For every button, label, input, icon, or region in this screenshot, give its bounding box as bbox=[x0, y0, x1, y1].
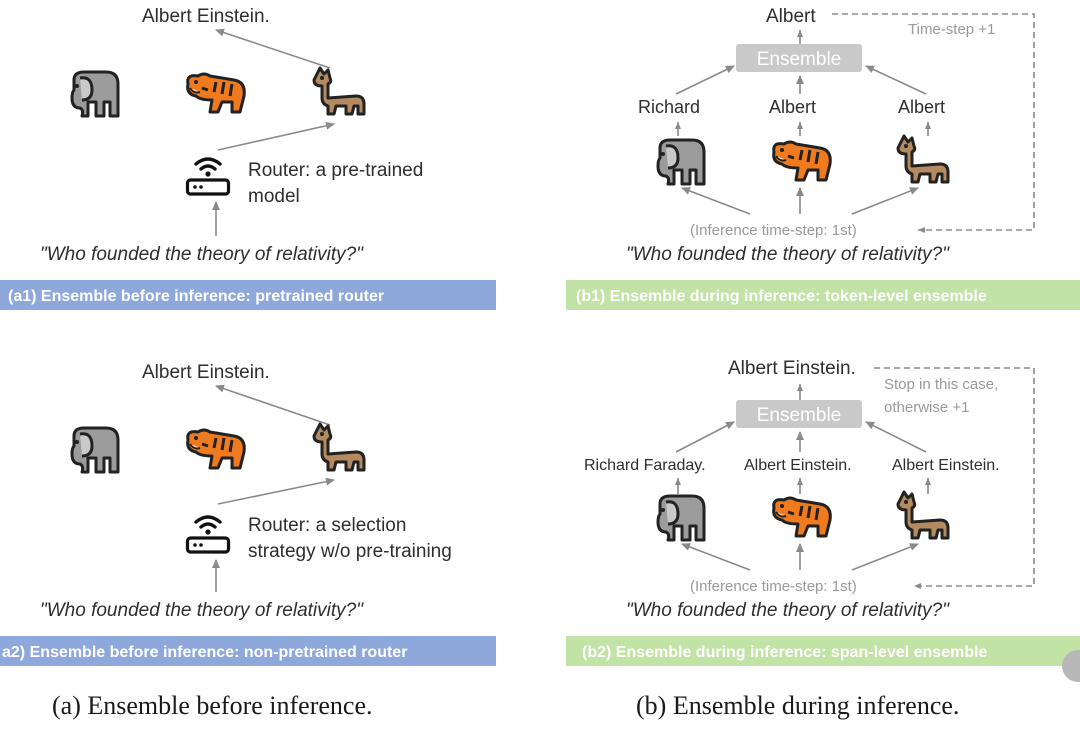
tiger-icon bbox=[186, 428, 246, 470]
a1-question: "Who founded the theory of relativity?" bbox=[40, 244, 364, 265]
a1-banner bbox=[0, 280, 496, 310]
llama-icon bbox=[896, 490, 950, 540]
panel-b2: Albert Einstein. Stop in this case, othe… bbox=[566, 358, 1080, 666]
router-icon bbox=[185, 157, 231, 196]
b2-arrow-cand1 bbox=[675, 421, 735, 453]
a1-banner-label: (a1) Ensemble before inference: pretrain… bbox=[8, 288, 384, 305]
a2-output: Albert Einstein. bbox=[142, 362, 270, 383]
b1-arrow-in3 bbox=[851, 187, 919, 215]
elephant-icon bbox=[656, 494, 706, 542]
b1-candidate-3: Albert bbox=[898, 97, 945, 117]
a2-banner bbox=[0, 636, 496, 666]
b2-output: Albert Einstein. bbox=[728, 358, 856, 379]
llama-icon bbox=[312, 422, 366, 472]
elephant-icon bbox=[656, 138, 706, 186]
panel-a2: Albert Einstein. Router: a selection str… bbox=[0, 362, 496, 666]
llama-icon bbox=[312, 66, 366, 116]
tiger-icon bbox=[186, 72, 246, 114]
b2-banner-label: (b2) Ensemble during inference: span-lev… bbox=[582, 644, 988, 661]
b1-question: "Who founded the theory of relativity?" bbox=[626, 244, 950, 265]
tiger-icon bbox=[772, 496, 832, 538]
b1-ensemble-label: Ensemble bbox=[757, 49, 842, 70]
a2-arrow-router-to-llama bbox=[217, 477, 335, 505]
panel-a1: Albert Einstein. Router: a pre-trained m… bbox=[0, 6, 496, 310]
a2-banner-label: a2) Ensemble before inference: non-pretr… bbox=[2, 644, 407, 661]
b2-question: "Who founded the theory of relativity?" bbox=[626, 600, 950, 621]
a2-question: "Who founded the theory of relativity?" bbox=[40, 600, 364, 621]
b2-arrow-cand3 bbox=[865, 421, 927, 453]
b1-ensemble-box bbox=[736, 44, 862, 72]
b1-banner bbox=[566, 280, 1080, 310]
panel-b1: Albert Time-step +1 Ensemble Richard Alb… bbox=[566, 6, 1080, 310]
b2-step-note-line2: otherwise +1 bbox=[884, 399, 969, 416]
elephant-icon bbox=[70, 70, 120, 118]
tiger-icon bbox=[772, 140, 832, 182]
b2-candidate-2: Albert Einstein. bbox=[744, 457, 852, 474]
b1-output: Albert bbox=[766, 6, 816, 27]
a1-arrow-out bbox=[215, 28, 331, 69]
caption-b: (b) Ensemble during inference. bbox=[636, 691, 959, 720]
b1-banner-label: (b1) Ensemble during inference: token-le… bbox=[576, 288, 987, 305]
a2-arrow-out bbox=[215, 384, 331, 426]
b1-arrow-cand1 bbox=[675, 65, 735, 95]
b2-step-note-line1: Stop in this case, bbox=[884, 376, 998, 393]
b2-inference-step: (Inference time-step: 1st) bbox=[690, 578, 857, 595]
b2-ensemble-label: Ensemble bbox=[757, 405, 842, 426]
a1-arrow-router-to-llama bbox=[217, 121, 335, 151]
b1-loop-arrow bbox=[832, 13, 1035, 233]
caption-a: (a) Ensemble before inference. bbox=[52, 691, 372, 720]
chat-bubble-icon[interactable] bbox=[1062, 650, 1080, 682]
a2-router-line1: Router: a selection bbox=[248, 515, 406, 536]
b2-candidate-1: Richard Faraday. bbox=[584, 457, 706, 474]
a2-router-line2: strategy w/o pre-training bbox=[248, 541, 452, 562]
b2-banner bbox=[566, 636, 1080, 666]
b2-candidate-3: Albert Einstein. bbox=[892, 457, 1000, 474]
b1-arrow-in1 bbox=[681, 187, 751, 215]
b1-inference-step: (Inference time-step: 1st) bbox=[690, 222, 857, 239]
b1-candidate-2: Albert bbox=[769, 97, 816, 117]
a1-output: Albert Einstein. bbox=[142, 6, 270, 27]
b1-step-note: Time-step +1 bbox=[908, 21, 995, 38]
router-icon bbox=[185, 515, 231, 554]
b2-arrow-in1 bbox=[681, 543, 751, 571]
b2-ensemble-box bbox=[736, 400, 862, 428]
a1-router-line2: model bbox=[248, 186, 300, 207]
b1-arrow-cand3 bbox=[865, 65, 927, 95]
a1-router-line1: Router: a pre-trained bbox=[248, 160, 423, 181]
llama-icon bbox=[896, 134, 950, 184]
elephant-icon bbox=[70, 426, 120, 474]
b1-candidate-1: Richard bbox=[638, 97, 700, 117]
b2-loop-arrow bbox=[874, 367, 1035, 589]
b2-arrow-in3 bbox=[851, 543, 919, 571]
